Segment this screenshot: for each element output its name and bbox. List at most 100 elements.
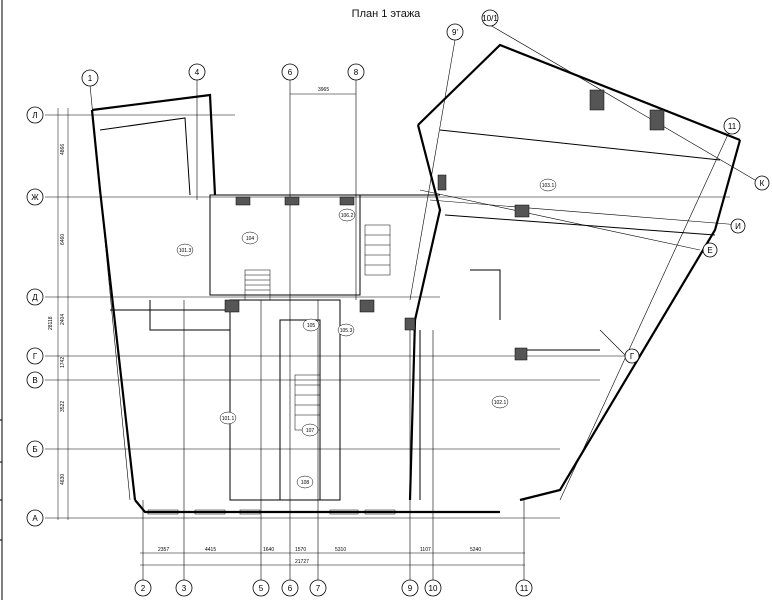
grid-axis-6: 6 [281, 579, 299, 597]
svg-text:106.2: 106.2 [341, 213, 354, 219]
grid-axis-5: 5 [252, 579, 270, 597]
grid-axis-А: А [26, 509, 44, 527]
svg-text:Б: Б [32, 445, 37, 454]
room-107: 107 [301, 423, 319, 437]
svg-text:5: 5 [259, 584, 264, 593]
top-dimension: 3965 [318, 87, 329, 93]
svg-text:8: 8 [354, 68, 359, 77]
svg-text:108: 108 [301, 480, 310, 486]
bottom-dimension: 5310 [335, 547, 346, 553]
bottom-dimensions: 2357 4415 1640 1570 5310 1107 5240 [158, 547, 481, 553]
room-106.2: 106.2 [338, 208, 356, 222]
svg-text:10/1: 10/1 [482, 14, 498, 23]
svg-text:105: 105 [307, 323, 316, 329]
bottom-total-dimension: 21727 [295, 559, 309, 565]
svg-text:107: 107 [306, 428, 315, 434]
svg-text:1: 1 [88, 74, 93, 83]
left-dimension: 3522 [60, 401, 66, 412]
svg-text:В: В [32, 376, 37, 385]
grid-axis-Д: Д [26, 288, 44, 306]
grid-lines-skewed [409, 24, 756, 501]
svg-text:4: 4 [195, 68, 200, 77]
room-108: 108 [296, 475, 314, 489]
svg-text:10: 10 [429, 584, 438, 593]
grid-axis-skewed-Е: Е [702, 242, 718, 258]
svg-text:3: 3 [182, 584, 187, 593]
svg-text:Е: Е [707, 246, 712, 255]
grid-axis-bubbles: 1 4 6 8 9' 10/1 11 2 3 5 6 7 9 10 11 [81, 9, 741, 597]
svg-text:105.3: 105.3 [340, 328, 353, 334]
bottom-dimension: 1570 [295, 547, 306, 553]
left-dimension: 4866 [60, 144, 66, 155]
grid-axis-9': 9' [446, 23, 464, 41]
grid-axis-11: 11 [515, 579, 533, 597]
grid-axis-skewed-Г: Г [624, 348, 640, 364]
grid-axis-1: 1 [81, 69, 99, 87]
grid-axis-7: 7 [309, 579, 327, 597]
grid-axis-Л: Л [26, 106, 44, 124]
grid-axis-skewed-К: К [754, 175, 770, 191]
structural-columns [224, 89, 665, 361]
room-102.1: 102.1 [491, 395, 509, 409]
room-104: 104 [241, 231, 259, 245]
svg-text:102.1: 102.1 [494, 400, 507, 406]
svg-text:6: 6 [288, 584, 293, 593]
grid-axis-6: 6 [281, 63, 299, 81]
bottom-dimension: 4415 [205, 547, 216, 553]
room-105: 105 [302, 318, 320, 332]
grid-axis-Г: Г [26, 347, 44, 365]
left-dimension: 2404 [60, 314, 66, 325]
svg-text:И: И [735, 222, 741, 231]
svg-text:11: 11 [520, 584, 529, 593]
grid-axis-В: В [26, 371, 44, 389]
svg-text:9': 9' [452, 28, 458, 37]
grid-axis-9: 9 [401, 579, 419, 597]
svg-text:104: 104 [246, 236, 255, 242]
left-dimension: 6460 [60, 234, 66, 245]
grid-axis-skewed-И: И [730, 218, 746, 234]
room-101.1: 101.1 [219, 411, 237, 425]
svg-text:7: 7 [316, 584, 321, 593]
svg-text:11: 11 [728, 122, 737, 131]
svg-text:Г: Г [33, 352, 38, 361]
svg-text:101.1: 101.1 [222, 416, 235, 422]
grid-axis-8: 8 [347, 63, 365, 81]
dimension-lines [57, 93, 525, 566]
svg-text:101.3: 101.3 [179, 248, 192, 254]
inner-walls [99, 117, 721, 501]
bottom-dimension: 5240 [470, 547, 481, 553]
svg-text:Д: Д [32, 293, 38, 302]
svg-text:2: 2 [141, 584, 146, 593]
svg-text:6: 6 [288, 68, 293, 77]
svg-text:Г: Г [630, 352, 635, 361]
grid-axis-3: 3 [175, 579, 193, 597]
room-105.3: 105.3 [337, 323, 355, 337]
grid-axis-11: 11 [723, 117, 741, 135]
page-title: План 1 этажа [351, 8, 421, 20]
windows [147, 509, 396, 515]
left-dimension: 1742 [60, 357, 66, 368]
left-dimension: 4630 [60, 474, 66, 485]
grid-axis-10: 10 [424, 579, 442, 597]
grid-axis-4: 4 [188, 63, 206, 81]
left-total-dimension: 28118 [48, 316, 54, 330]
room-103.1: 103.1 [539, 178, 557, 192]
svg-text:Л: Л [32, 111, 37, 120]
room-101.3: 101.3 [176, 243, 194, 257]
grid-axis-2: 2 [134, 579, 152, 597]
grid-axis-10/1: 10/1 [481, 9, 499, 27]
bottom-dimension: 2357 [158, 547, 169, 553]
grid-axis-Б: Б [26, 440, 44, 458]
svg-text:9: 9 [408, 584, 413, 593]
bottom-dimension: 1107 [420, 547, 431, 553]
bottom-dimension: 1640 [263, 547, 274, 553]
grid-axis-bubbles-left: Л Ж Д Г В Б А К И Е Г [26, 106, 770, 527]
grid-axis-Ж: Ж [26, 188, 44, 206]
svg-text:Ж: Ж [31, 193, 39, 202]
svg-text:К: К [760, 179, 765, 188]
sheet-frame [0, 0, 3, 600]
svg-text:103.1: 103.1 [542, 183, 555, 189]
room-labels: 104 101.1 102.1 103.1 105 107 108 106.2 101.3 105… [176, 178, 557, 489]
grid-lines-horizontal [45, 114, 730, 519]
